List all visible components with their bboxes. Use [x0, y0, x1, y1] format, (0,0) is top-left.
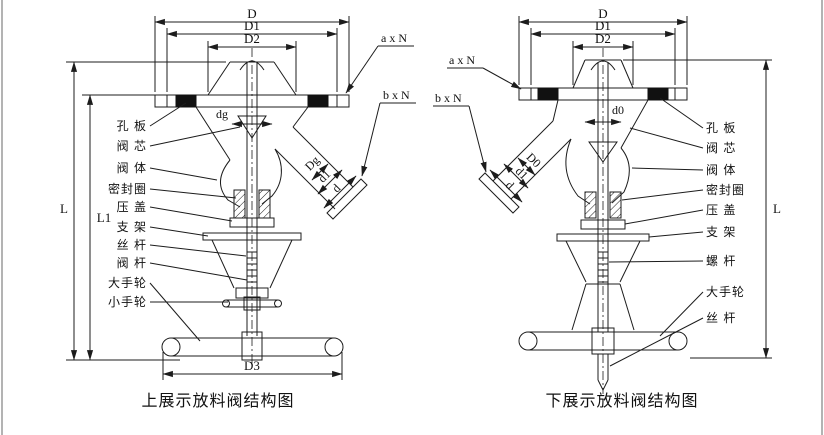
right-valve-body — [552, 99, 649, 205]
left-part-gland: 压 盖 — [117, 200, 147, 214]
left-bolt-note-bxn: b x N — [361, 88, 416, 177]
left-dim-label-L: L — [60, 201, 68, 216]
left-part-small-handwheel: 小手轮 — [108, 295, 147, 309]
left-dim-label-D3: D3 — [244, 358, 260, 373]
left-dim-label-D1: D1 — [244, 18, 260, 33]
right-part-gland: 压 盖 — [706, 203, 736, 217]
left-part-orifice-plate: 孔 板 — [117, 119, 147, 133]
right-valve-disc — [588, 141, 618, 163]
right-part-big-handwheel: 大手轮 — [706, 285, 745, 299]
right-part-valve-disc: 阀 芯 — [706, 141, 736, 155]
left-part-big-handwheel: 大手轮 — [108, 276, 147, 290]
left-dim-label-dg: dg — [216, 107, 228, 121]
right-part-labels: 孔 板 阀 芯 阀 体 密封圈 压 盖 支 架 螺 杆 大手轮 丝 杆 — [608, 97, 745, 367]
left-valve-disc — [237, 115, 267, 139]
left-yoke-nut — [235, 287, 269, 299]
left-big-handwheel — [161, 331, 344, 361]
right-dim-label-d0: d0 — [612, 103, 624, 117]
right-dim-label-D: D — [598, 6, 607, 21]
left-stem-top-cap — [239, 60, 265, 71]
left-label-axn: a x N — [381, 31, 407, 45]
right-dim-label-D1: D1 — [595, 18, 611, 33]
left-dim-dg: dg — [216, 107, 273, 128]
right-part-bracket: 支 架 — [706, 225, 736, 239]
right-dim-D2: D2 — [572, 31, 634, 85]
right-part-orifice-plate: 孔 板 — [706, 121, 736, 135]
right-outlet-branch: D0 d1 d — [478, 120, 572, 214]
left-valve-body — [195, 106, 309, 208]
left-dim-label-L1: L1 — [97, 210, 111, 225]
right-part-seal-ring: 密封圈 — [706, 182, 745, 197]
left-wheel-hub — [241, 331, 263, 361]
right-part-screw-rod: 螺 杆 — [706, 254, 736, 268]
right-bonnet-neck — [572, 59, 634, 89]
left-dim-D2: D2 — [207, 31, 297, 92]
right-dim-label-D2: D2 — [595, 31, 611, 46]
right-label-bxn: b x N — [435, 91, 462, 105]
left-dim-L-L1: L L1 — [60, 61, 226, 361]
right-part-lower-screw: 丝 杆 — [706, 311, 736, 325]
right-stem-top-cap — [590, 60, 616, 71]
right-orifice-plate-2 — [647, 87, 669, 101]
right-screw-threads — [598, 251, 608, 283]
left-bolt-note-axn: a x N — [345, 31, 414, 94]
right-caption: 下展示放料阀结构图 — [545, 392, 698, 410]
left-dim-D1: D1 — [166, 18, 338, 92]
right-packing-2 — [609, 191, 622, 219]
right-dim-label-L: L — [773, 201, 781, 216]
left-label-bxn: b x N — [383, 88, 410, 102]
left-dim-label-D: D — [247, 6, 256, 21]
right-dim-L: L — [623, 59, 781, 359]
right-valve-diagram: D D1 D2 — [433, 6, 781, 410]
left-small-handwheel — [222, 296, 282, 311]
left-part-labels: 孔 板 阀 芯 阀 体 密封圈 压 盖 支 架 丝 杆 阀 杆 大手轮 小手轮 — [108, 102, 248, 342]
left-packing-2 — [258, 189, 271, 219]
left-packing — [233, 189, 246, 219]
right-wheel-hub — [591, 327, 615, 355]
left-bonnet-neck — [207, 60, 297, 96]
left-orifice-plate-2 — [307, 94, 329, 108]
right-dim-D1: D1 — [530, 18, 676, 85]
right-dim-d0: d0 — [584, 103, 624, 126]
left-valve-diagram: D D1 D2 — [60, 6, 416, 410]
left-caption: 上展示放料阀结构图 — [141, 392, 294, 410]
right-bracket-plate — [556, 233, 650, 242]
right-packing — [584, 191, 597, 219]
left-part-valve-stem: 阀 杆 — [117, 256, 147, 270]
left-stem-assembly — [202, 62, 302, 336]
right-label-axn: a x N — [449, 53, 475, 67]
right-big-handwheel — [518, 327, 688, 355]
left-outlet-branch: Dg d1 d — [274, 126, 368, 220]
left-screw-threads — [247, 251, 257, 283]
left-part-valve-body: 阀 体 — [117, 161, 147, 175]
left-dim-label-d: d — [329, 181, 343, 195]
right-lower-stem — [597, 354, 609, 392]
right-gland — [580, 219, 626, 230]
right-dim-D: D — [518, 6, 688, 85]
right-part-valve-body: 阀 体 — [706, 163, 736, 177]
left-dim-label-D2: D2 — [244, 31, 260, 46]
left-part-bracket: 支 架 — [117, 220, 147, 234]
left-orifice-plate — [175, 94, 197, 108]
left-part-valve-disc: 阀 芯 — [117, 139, 147, 153]
right-bolt-note-axn: a x N — [447, 53, 522, 90]
right-bolt-note-bxn: b x N — [433, 91, 487, 173]
left-bracket-plate — [202, 232, 302, 241]
right-top-flange — [518, 87, 688, 101]
left-top-flange — [154, 94, 350, 108]
left-part-screw-rod: 丝 杆 — [117, 238, 147, 252]
left-dim-D3: D3 — [162, 352, 343, 380]
left-gland — [229, 217, 275, 228]
left-dim-D: D — [154, 6, 350, 92]
left-part-seal-ring: 密封圈 — [108, 181, 147, 196]
right-orifice-plate — [537, 87, 559, 101]
